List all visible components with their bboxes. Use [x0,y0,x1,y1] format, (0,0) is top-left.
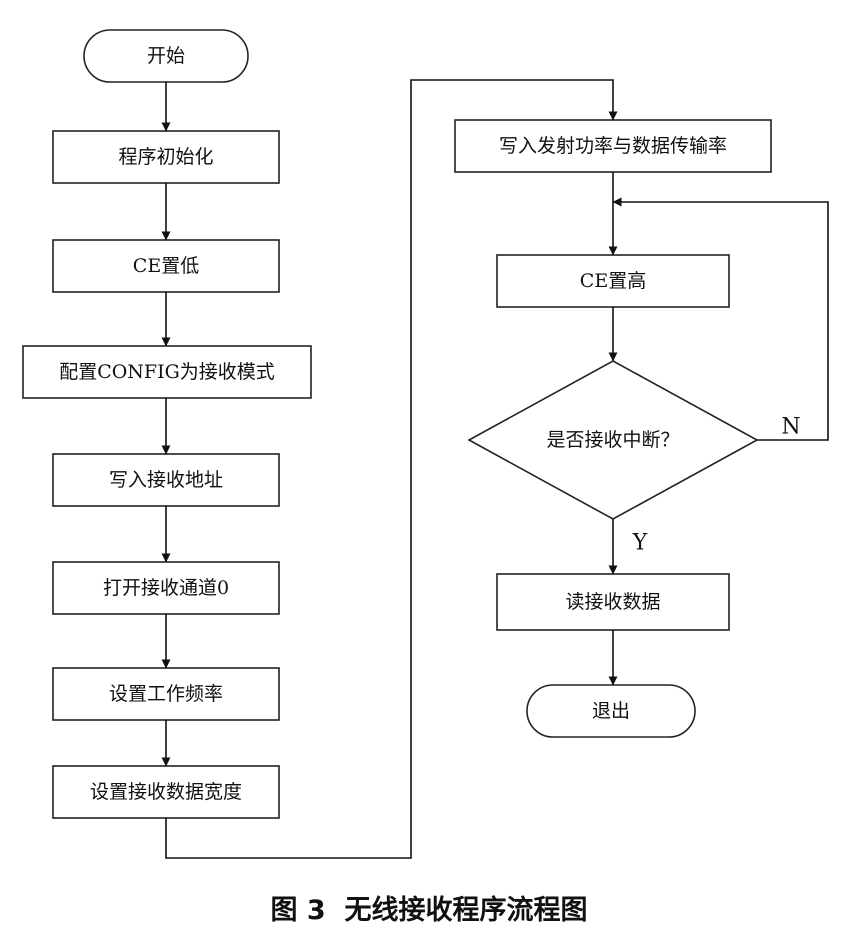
branch-yes-label: Y [632,531,648,556]
ce-high-label: CE置高 [580,270,646,292]
set-width-label: 设置接收数据宽度 [90,781,242,803]
write-addr-label: 写入接收地址 [109,469,223,491]
config-node [22,345,312,399]
figure-caption: 图 3 无线接收程序流程图 [270,895,588,926]
init-node [52,130,280,184]
set-width-node [52,765,280,819]
start-label: 开始 [147,45,185,67]
ce-high-node [496,254,730,308]
loop-no-branch [612,197,829,441]
ce-low-label: CE置低 [133,255,199,277]
set-freq-label: 设置工作频率 [109,683,223,705]
read-data-label: 读接收数据 [565,591,660,613]
config-label: 配置CONFIG为接收模式 [59,361,275,383]
exit-label: 退出 [592,700,630,722]
write-power-label: 写入发射功率与数据传输率 [499,135,727,157]
read-data-node [496,573,730,631]
connector-width-to-power [165,79,618,859]
branch-no-label: N [781,415,800,440]
open-channel-label: 打开接收通道0 [103,577,229,599]
write-power-node [454,119,772,173]
decision-label: 是否接收中断？ [546,429,679,451]
init-label: 程序初始化 [118,146,213,168]
